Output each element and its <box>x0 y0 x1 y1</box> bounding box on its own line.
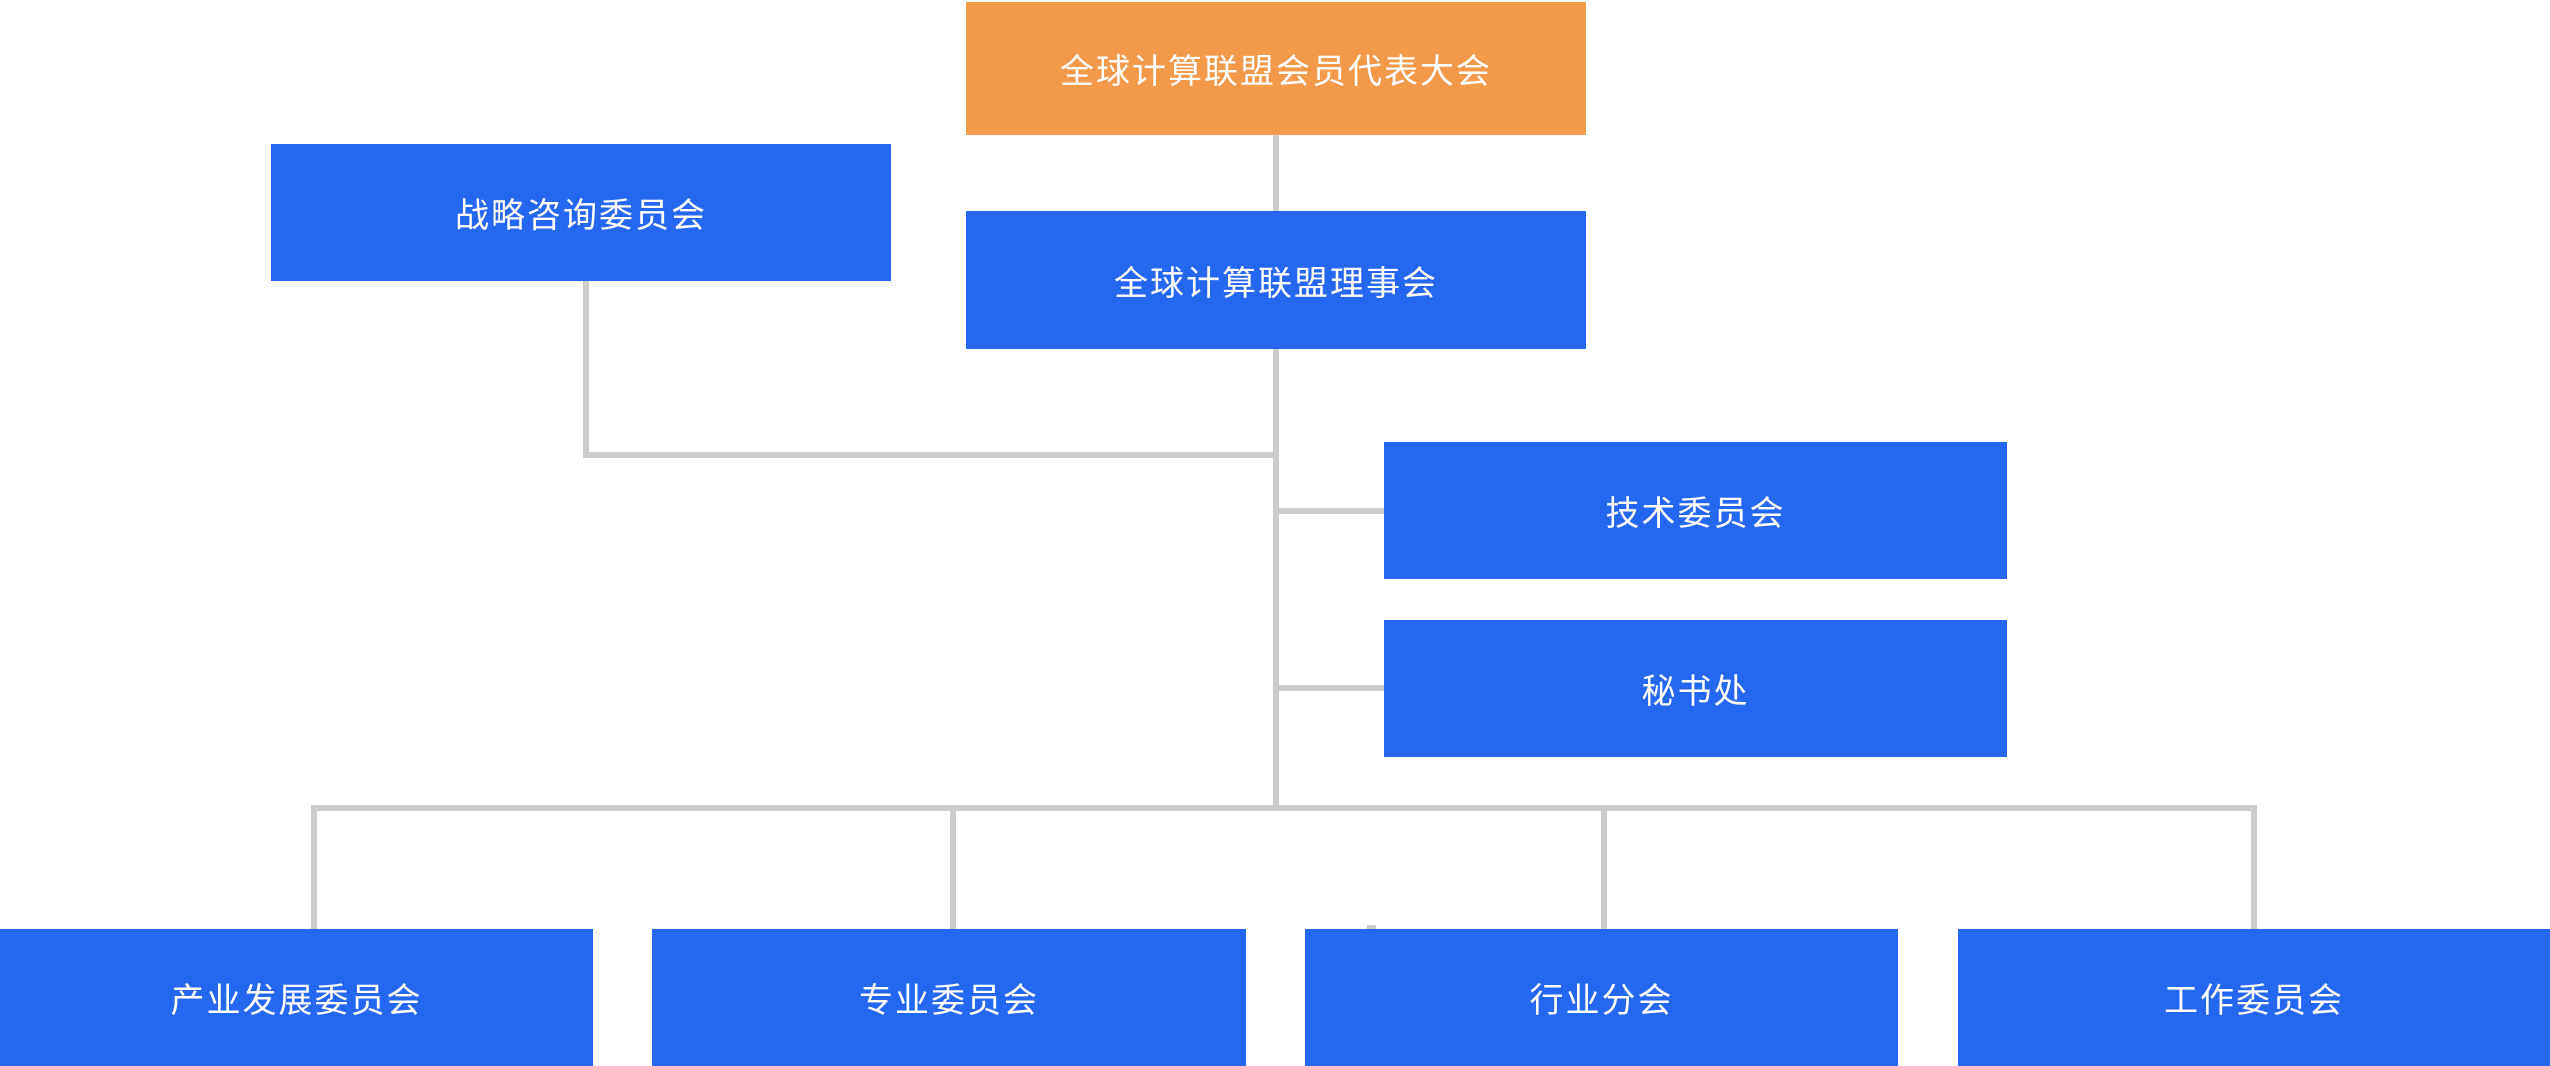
connector-drop-professional <box>950 805 956 929</box>
connector-strategy-vertical <box>583 280 589 458</box>
connector-council-trunk <box>1273 349 1279 811</box>
connector-drop-industry-dev <box>311 805 317 929</box>
node-assembly: 全球计算联盟会员代表大会 <box>966 2 1586 135</box>
connector-secretariat-branch <box>1279 685 1384 691</box>
node-professional-committee: 专业委员会 <box>652 929 1246 1066</box>
node-council: 全球计算联盟理事会 <box>966 211 1586 349</box>
connector-strategy-horizontal <box>583 452 1279 458</box>
connector-assembly-council <box>1273 135 1279 211</box>
node-strategy-advisory-committee: 战略咨询委员会 <box>271 144 891 281</box>
connector-drop-industry-branch <box>1601 805 1607 929</box>
node-industry-development-committee: 产业发展委员会 <box>0 929 593 1066</box>
connector-drop-working <box>2251 805 2257 929</box>
node-secretariat: 秘书处 <box>1384 620 2007 757</box>
node-technical-committee: 技术委员会 <box>1384 442 2007 579</box>
node-industry-branch: 行业分会 <box>1305 929 1898 1066</box>
connector-bottom-distribution <box>311 805 2257 811</box>
connector-artifact-tick <box>1367 925 1376 930</box>
connector-tech-branch <box>1279 508 1384 514</box>
node-working-committee: 工作委员会 <box>1958 929 2550 1066</box>
